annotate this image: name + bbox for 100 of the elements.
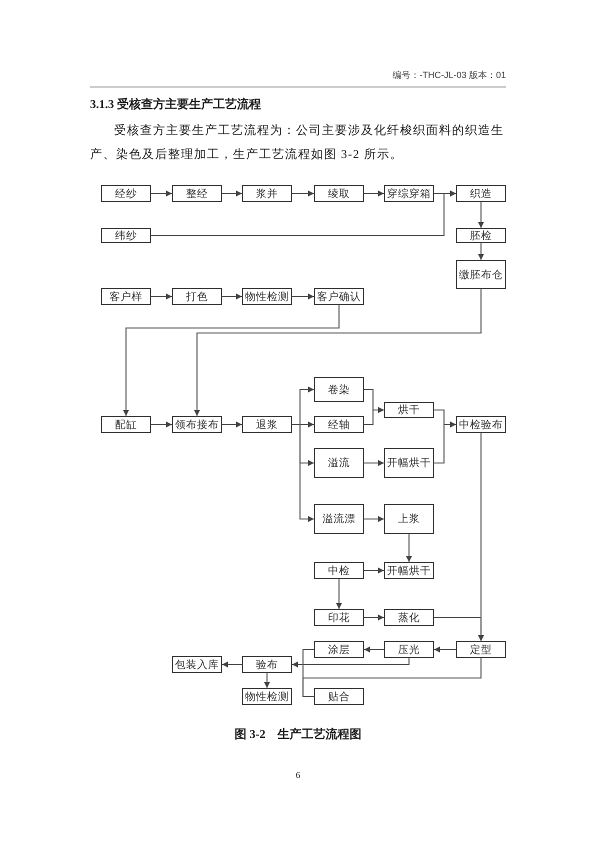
step-label: 缴胚布仓	[459, 268, 503, 282]
process-box	[314, 288, 364, 305]
step-label: 配缸	[115, 418, 137, 432]
arrow	[222, 422, 242, 428]
page-number: 6	[294, 770, 302, 780]
step-label: 蒸化	[398, 611, 420, 624]
step-label: 印花	[328, 611, 350, 624]
process-box	[314, 416, 364, 433]
step-label: 纬纱	[115, 229, 137, 242]
arrow	[292, 294, 314, 300]
process-box	[101, 288, 151, 305]
arrow	[292, 658, 410, 668]
process-box	[242, 288, 292, 305]
step-label: 领布接布	[175, 418, 219, 432]
arrow	[478, 243, 484, 260]
process-box	[456, 641, 506, 658]
step-label: 中检	[328, 564, 350, 578]
step-label: 经纱	[115, 187, 137, 200]
step-label: 客户确认	[317, 290, 361, 304]
step-label: 卷染	[328, 383, 350, 396]
document-number: 编号：-THC-JL-03 版本：01	[391, 69, 506, 82]
step-label: 客户样	[110, 290, 142, 304]
step-label: 织造	[470, 187, 492, 200]
step-label: 绫取	[328, 187, 350, 200]
arrow	[364, 190, 384, 196]
process-box	[172, 656, 222, 673]
step-label: 验布	[256, 658, 278, 672]
process-box	[172, 288, 222, 305]
step-label: 开幅烘干	[387, 564, 431, 578]
step-label: 胚检	[470, 230, 492, 242]
arrow	[222, 294, 242, 300]
step-label: 烘干	[398, 403, 420, 417]
process-box	[314, 504, 364, 534]
process-box	[101, 228, 151, 243]
step-label: 浆并	[256, 187, 278, 200]
arrow	[364, 460, 384, 466]
process-box	[384, 641, 434, 658]
step-label: 溢流	[328, 456, 350, 470]
arrow	[292, 424, 314, 522]
arrow	[406, 534, 412, 562]
process-box	[242, 185, 292, 202]
arrow	[364, 516, 384, 522]
process-box	[101, 185, 151, 202]
process-box	[172, 416, 222, 433]
arrow	[151, 294, 172, 300]
arrow	[222, 662, 242, 668]
arrow	[292, 190, 314, 196]
process-box	[172, 185, 222, 202]
process-box	[314, 688, 364, 705]
arrow	[222, 190, 242, 196]
arrow	[434, 646, 456, 652]
step-label: 物性检测	[245, 690, 289, 704]
process-box	[314, 185, 364, 202]
process-box	[242, 656, 292, 673]
step-label: 涂层	[328, 644, 350, 656]
step-label: 定型	[470, 643, 492, 656]
step-label: 打色	[186, 290, 208, 304]
intro-paragraph: 受核查方主要生产工艺流程为：公司主要涉及化纤梭织面料的织造生产、染色及后整理加工，生产工艺流程如图 3-2 所示。	[90, 122, 505, 163]
arrow	[151, 190, 172, 196]
process-box	[314, 609, 364, 626]
step-label: 压光	[398, 643, 420, 656]
process-box	[384, 609, 434, 626]
process-box	[314, 448, 364, 478]
step-label: 上浆	[398, 512, 420, 526]
arrow	[478, 202, 484, 228]
process-box	[456, 416, 506, 433]
step-label: 包装入库	[175, 658, 219, 672]
process-box	[384, 448, 434, 478]
step-label: 贴合	[328, 690, 350, 704]
step-label: 物性检测	[245, 290, 289, 304]
arrow	[151, 422, 172, 428]
figure-caption: 图 3-2 生产工艺流程图	[234, 726, 362, 743]
process-box	[242, 688, 292, 705]
step-label: 经轴	[328, 418, 350, 432]
arrow	[264, 673, 270, 688]
arrow	[364, 646, 384, 652]
step-label: 整经	[186, 188, 208, 200]
arrow	[364, 407, 384, 426]
process-box	[384, 402, 434, 418]
arrow	[194, 289, 482, 416]
arrow	[336, 579, 342, 609]
process-box	[314, 562, 364, 579]
step-label: 中检验布	[459, 418, 503, 432]
section-heading: 3.1.3 受核查方主要生产工艺流程	[90, 96, 261, 113]
process-box	[456, 260, 506, 289]
step-label: 溢流漂	[322, 512, 356, 526]
arrow	[123, 305, 340, 416]
arrow	[151, 190, 456, 236]
arrow	[434, 422, 456, 464]
step-label: 退浆	[256, 418, 278, 432]
process-box	[314, 641, 364, 658]
connector-line	[302, 658, 482, 698]
step-label: 穿综穿箱	[387, 187, 431, 200]
process-box	[314, 377, 364, 402]
arrow	[364, 614, 384, 620]
process-box	[101, 416, 151, 433]
process-box	[384, 504, 434, 534]
process-box	[456, 185, 506, 202]
arrow	[434, 616, 484, 641]
process-box	[456, 228, 506, 243]
